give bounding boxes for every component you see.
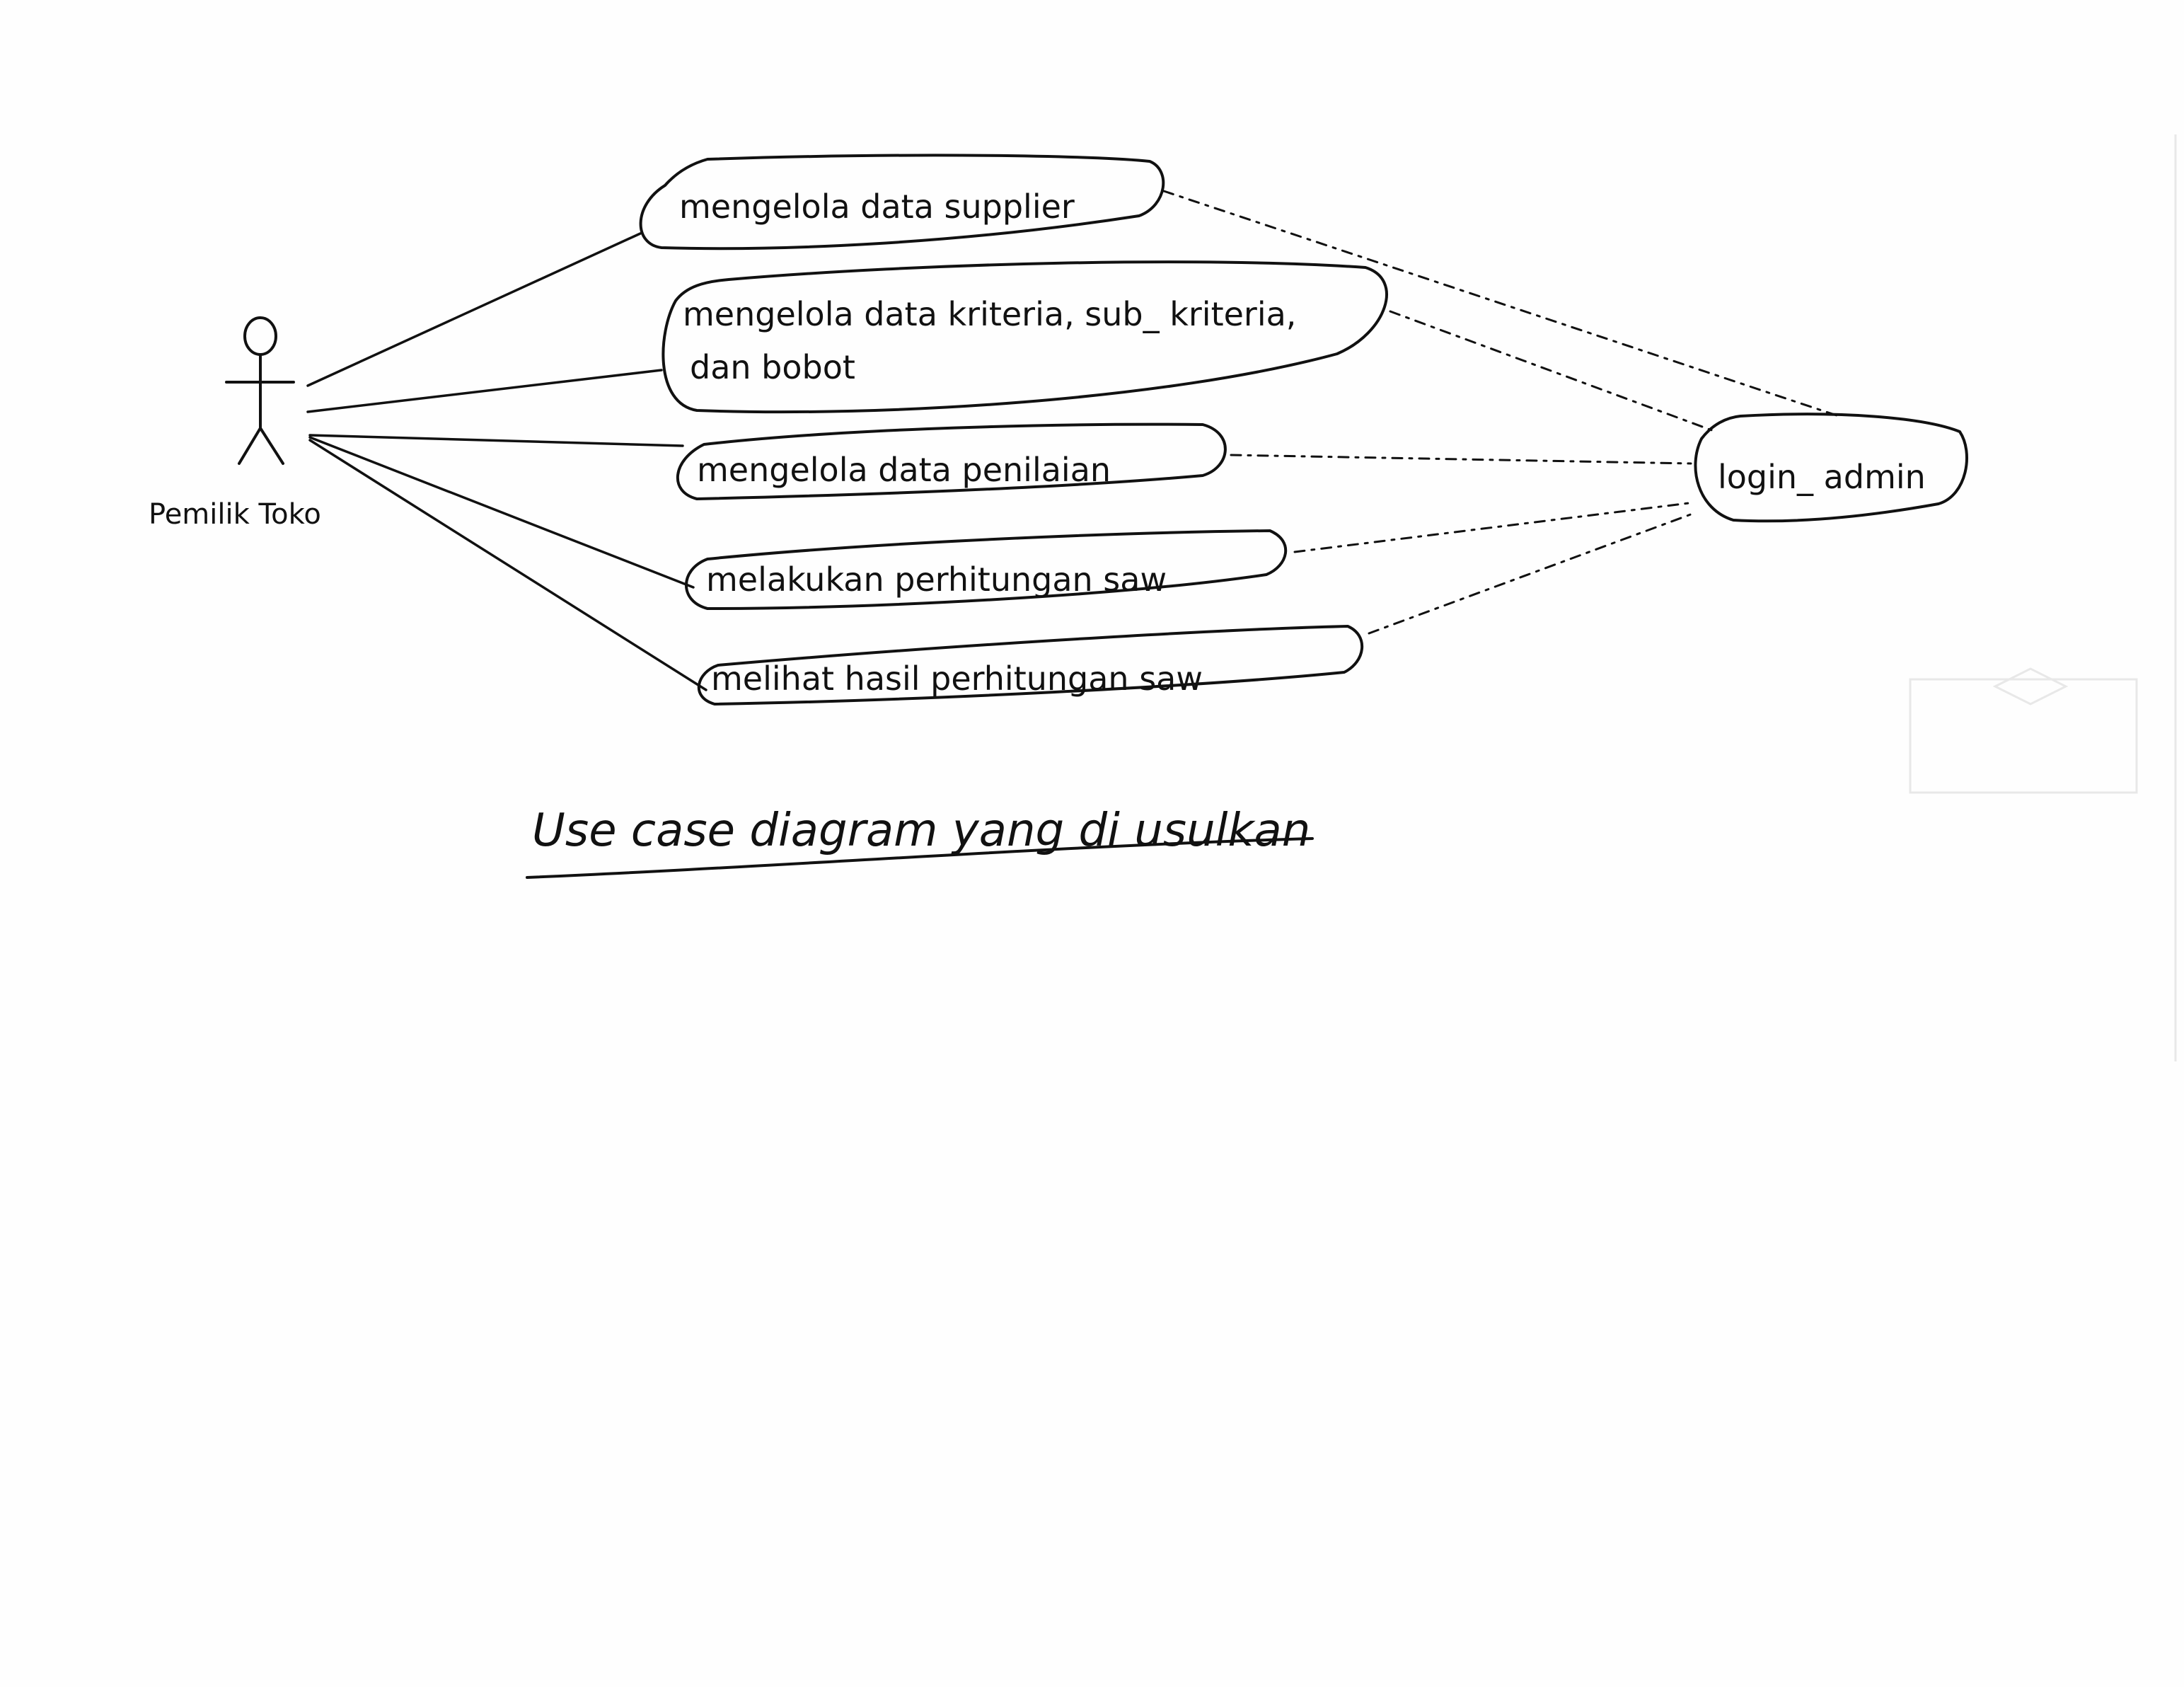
diagram-caption: Use case diagram yang di usulkan [532,805,1310,857]
actor-pemilik-toko [225,316,295,465]
use-case-1: mengelola data supplier [639,154,1165,251]
use-case-5-label: melihat hasil perhitungan saw [711,660,1203,698]
use-case-4-shape [685,529,1288,610]
login-admin-label: login_ admin [1718,458,1926,496]
use-case-3: mengelola data penilaian [676,422,1227,500]
include-uc1 [1162,190,1844,419]
use-case-2-shape [661,260,1388,414]
actor-head [243,316,277,356]
use-case-2-label-line2: dan bobot [690,348,855,386]
actor-label: Pemilik Toko [149,498,321,531]
include-uc3 [1230,454,1692,465]
use-case-2: mengelola data kriteria, sub_ kriteria, … [661,260,1388,414]
use-case-1-shape [639,154,1165,251]
include-uc2 [1389,310,1717,433]
use-case-2-label-line1: mengelola data kriteria, sub_ kriteria, [683,295,1296,333]
actor-right-leg [259,427,284,465]
paper-artifacts [1909,134,2177,1061]
association-uc2 [306,369,663,413]
use-case-4-label: melakukan perhitungan saw [706,560,1167,599]
use-case-4: melakukan perhitungan saw [685,529,1288,610]
use-case-5: melihat hasil perhitungan saw [697,625,1364,706]
use-case-login-admin: login_ admin [1694,413,1968,523]
use-case-1-label: mengelola data supplier [679,188,1075,226]
associations [306,232,707,691]
caption-underline [526,837,1314,879]
include-relations [1162,190,1844,635]
login-admin-shape [1694,413,1968,523]
include-uc5 [1368,512,1696,635]
use-case-5-shape [697,625,1364,706]
association-uc1 [306,232,642,387]
association-uc4 [308,436,695,589]
association-uc5 [308,439,707,691]
association-uc3 [308,434,684,447]
actor-left-leg [238,427,262,465]
use-case-3-shape [676,422,1227,500]
use-case-3-label: mengelola data penilaian [697,451,1111,489]
include-uc4 [1293,501,1696,553]
